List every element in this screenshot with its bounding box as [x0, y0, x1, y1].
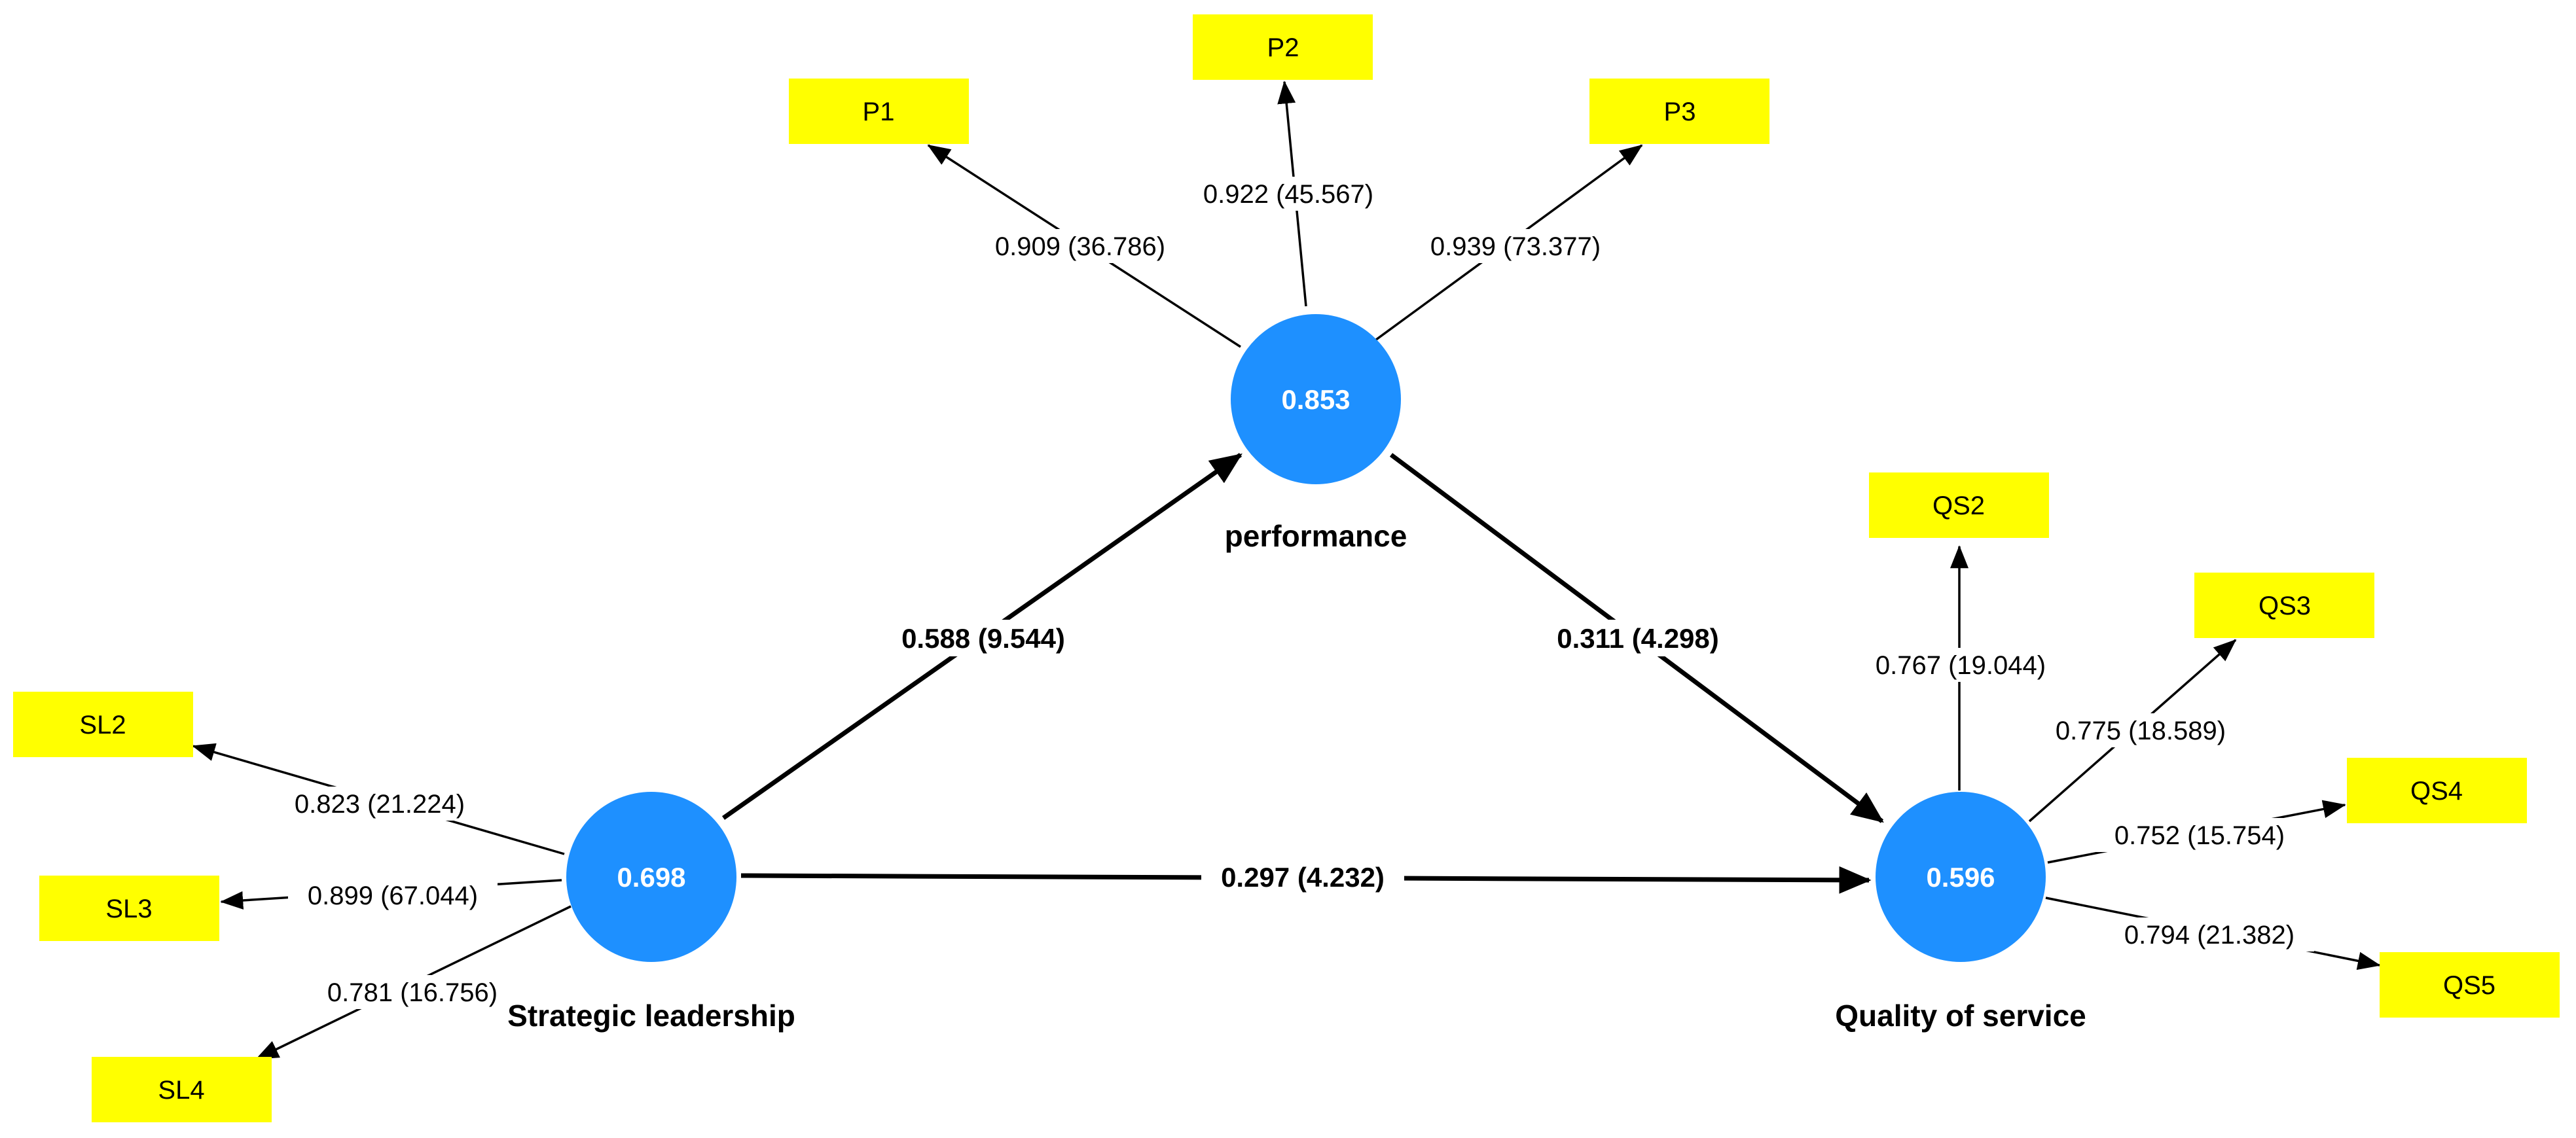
loading-label-sl4: 0.781 (16.756)	[327, 978, 498, 1007]
loading-label-qs4: 0.752 (15.754)	[2114, 821, 2285, 850]
svg-text:P2: P2	[1267, 33, 1299, 62]
loading-arrows	[192, 80, 2381, 1060]
latent-performance[interactable]: 0.853	[1231, 314, 1401, 484]
latent-performance-r2: 0.853	[1281, 384, 1350, 415]
loading-label-sl2: 0.823 (21.224)	[295, 790, 465, 819]
indicator-sl3[interactable]: SL3	[39, 876, 219, 941]
path-label-perf-qs: 0.311 (4.298)	[1557, 623, 1719, 654]
latent-performance-label: performance	[1225, 519, 1407, 553]
loading-label-p3: 0.939 (73.377)	[1430, 232, 1601, 261]
svg-text:P1: P1	[863, 98, 895, 126]
indicator-p1[interactable]: P1	[789, 79, 969, 144]
svg-text:SL3: SL3	[105, 895, 152, 923]
svg-text:QS3: QS3	[2259, 592, 2311, 620]
indicator-p3[interactable]: P3	[1589, 79, 1769, 144]
indicator-qs2[interactable]: QS2	[1869, 472, 2049, 538]
indicator-sl2[interactable]: SL2	[13, 692, 193, 757]
svg-text:SL2: SL2	[79, 711, 126, 739]
svg-text:QS5: QS5	[2443, 971, 2495, 1000]
svg-text:P3: P3	[1664, 98, 1696, 126]
indicator-p2[interactable]: P2	[1193, 14, 1373, 80]
svg-text:SL4: SL4	[158, 1076, 204, 1105]
svg-text:QS4: QS4	[2410, 777, 2463, 806]
latent-quality-of-service[interactable]: 0.596	[1876, 792, 2046, 962]
loading-labels: 0.909 (36.786) 0.922 (45.567) 0.939 (73.…	[275, 177, 2314, 1009]
path-label-sl-qs: 0.297 (4.232)	[1221, 862, 1385, 893]
path-labels: 0.588 (9.544) 0.311 (4.298) 0.297 (4.232…	[885, 620, 1736, 895]
indicator-qs5[interactable]: QS5	[2380, 952, 2560, 1018]
latent-quality-of-service-r2: 0.596	[1926, 862, 1995, 893]
indicator-sl4[interactable]: SL4	[92, 1057, 272, 1122]
loading-label-p2: 0.922 (45.567)	[1203, 180, 1373, 209]
latent-quality-of-service-label: Quality of service	[1835, 999, 2086, 1033]
loading-label-qs5: 0.794 (21.382)	[2124, 921, 2295, 950]
latent-strategic-leadership-label: Strategic leadership	[507, 999, 795, 1033]
indicator-qs3[interactable]: QS3	[2194, 573, 2374, 638]
path-label-sl-perf: 0.588 (9.544)	[901, 623, 1065, 654]
loading-label-p1: 0.909 (36.786)	[995, 232, 1165, 261]
latent-strategic-leadership[interactable]: 0.698	[566, 792, 736, 962]
loading-label-qs2: 0.767 (19.044)	[1876, 651, 2046, 680]
loading-label-sl3: 0.899 (67.044)	[308, 881, 478, 910]
loading-label-qs3: 0.775 (18.589)	[2056, 717, 2226, 745]
svg-text:QS2: QS2	[1932, 491, 1985, 520]
indicator-qs4[interactable]: QS4	[2347, 758, 2527, 823]
latent-strategic-leadership-r2: 0.698	[617, 862, 685, 893]
indicators: P1 P2 P3 SL2 SL3 SL4 QS2 QS3	[13, 14, 2560, 1122]
